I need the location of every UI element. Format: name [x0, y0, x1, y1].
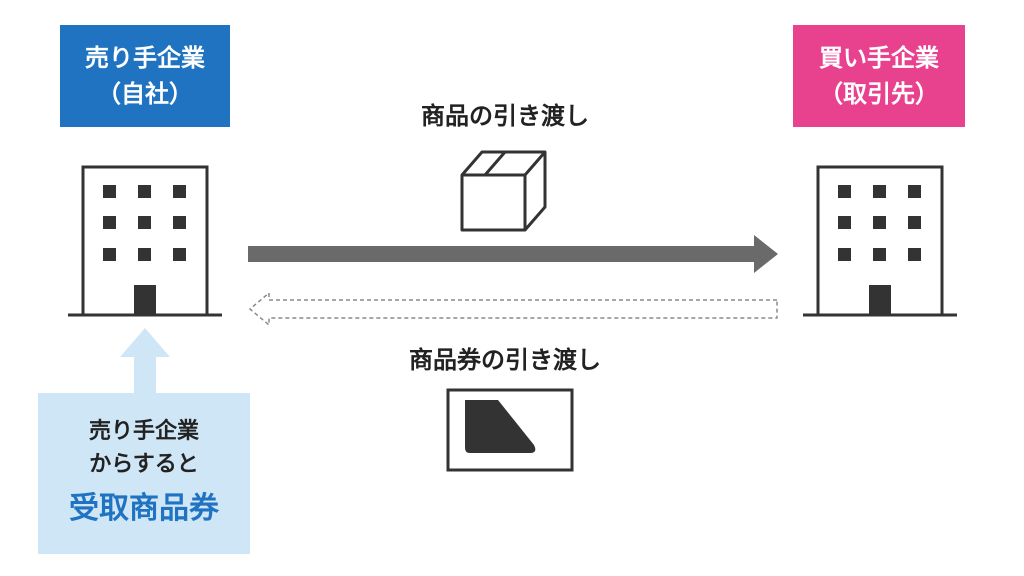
up-arrow [120, 328, 170, 394]
box-icon [460, 150, 547, 232]
buyer-label-box: 買い手企業 （取引先） [793, 25, 965, 127]
note-line-1: 売り手企業 [88, 418, 199, 444]
seller-subtitle: （自社） [97, 80, 193, 108]
buyer-subtitle: （取引先） [819, 80, 939, 108]
gift-card-icon [446, 388, 574, 472]
note-box: 売り手企業 からすると 受取商品券 [38, 393, 250, 554]
note-line-2: からすると [89, 451, 199, 477]
goods-arrow [248, 235, 778, 273]
note-highlight: 受取商品券 [69, 490, 219, 526]
buyer-title: 買い手企業 [819, 44, 939, 72]
seller-title: 売り手企業 [85, 44, 205, 72]
voucher-delivery-caption: 商品券の引き渡し [409, 346, 601, 374]
seller-label-box: 売り手企業 （自社） [60, 25, 230, 127]
voucher-arrow [248, 291, 778, 327]
buyer-building-icon [803, 165, 957, 317]
seller-building-icon [68, 165, 222, 317]
goods-delivery-caption: 商品の引き渡し [421, 102, 589, 130]
